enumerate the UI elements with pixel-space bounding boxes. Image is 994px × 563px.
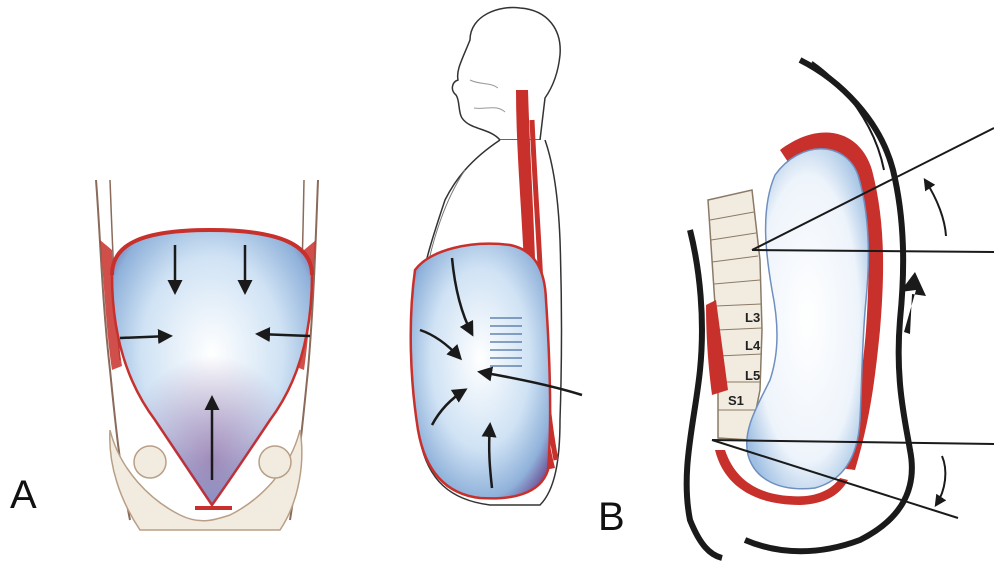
panel-label-a: A: [10, 473, 37, 517]
angle-arc-bottom: [936, 456, 945, 505]
side-view-figure: [411, 7, 582, 505]
vertebra-label-l5: L5: [745, 368, 760, 383]
vertebra-label-l3: L3: [745, 310, 760, 325]
left-femur-head: [134, 446, 166, 478]
vertebra-label-l4: L4: [745, 338, 761, 353]
vertebra-label-s1: S1: [728, 393, 744, 408]
panel-label-b: B: [598, 495, 625, 539]
head-outline: [452, 7, 560, 140]
angle-arc-top: [925, 180, 946, 236]
lumbar-section-figure: L3 L4 L5 S1: [687, 60, 994, 558]
right-femur-head: [259, 446, 291, 478]
front-view-figure: [96, 180, 318, 530]
